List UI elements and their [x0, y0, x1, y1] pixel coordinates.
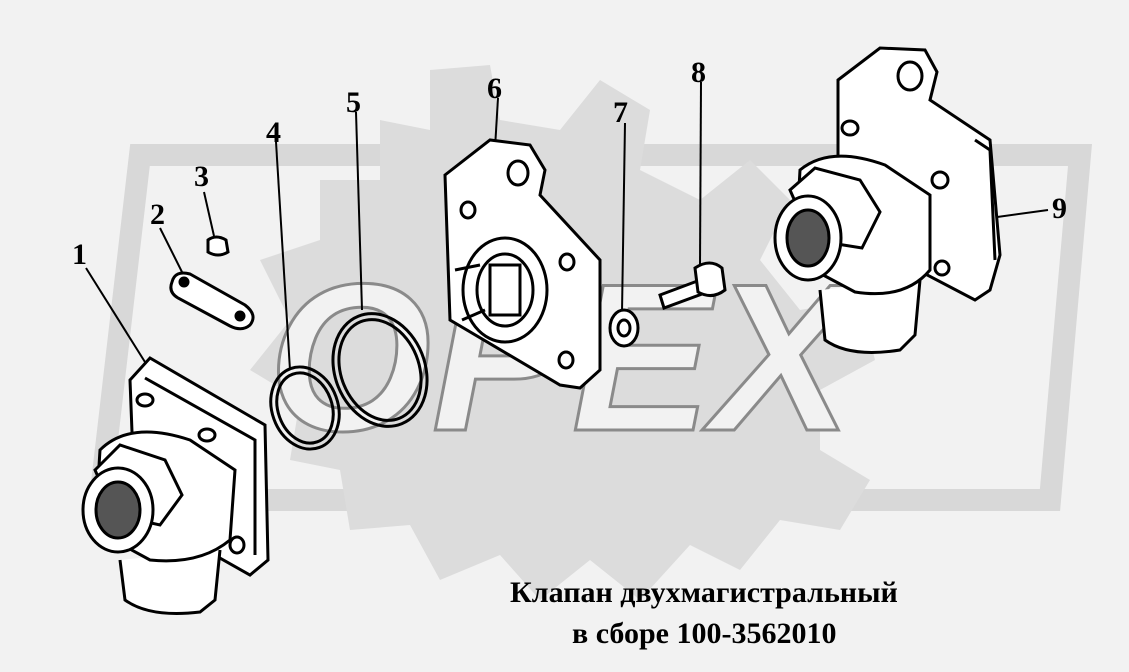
callout-7: 7 — [613, 96, 628, 129]
part-9-valve-assembly — [773, 46, 1002, 354]
part-8-bolt — [658, 261, 727, 310]
callout-9: 9 — [1052, 192, 1067, 225]
callout-5: 5 — [346, 86, 361, 119]
part-1-valve-body — [81, 356, 270, 615]
callout-6: 6 — [487, 72, 502, 105]
part-2-plate — [169, 271, 255, 331]
part-4-o-ring — [269, 365, 341, 451]
callout-8: 8 — [691, 56, 706, 89]
part-6-cover — [443, 138, 602, 390]
part-5-sealing-ring — [331, 312, 429, 428]
callout-3: 3 — [194, 160, 209, 193]
callout-1: 1 — [72, 238, 87, 271]
leader-lines — [85, 81, 1049, 371]
part-7-washer — [608, 308, 640, 348]
diagram-title-line-2: в сборе 100-3562010 — [572, 617, 837, 650]
callout-4: 4 — [266, 116, 281, 149]
part-3-screw — [206, 235, 230, 257]
callout-2: 2 — [150, 198, 165, 231]
diagram-title-line-1: Клапан двухмагистральный — [510, 576, 898, 609]
